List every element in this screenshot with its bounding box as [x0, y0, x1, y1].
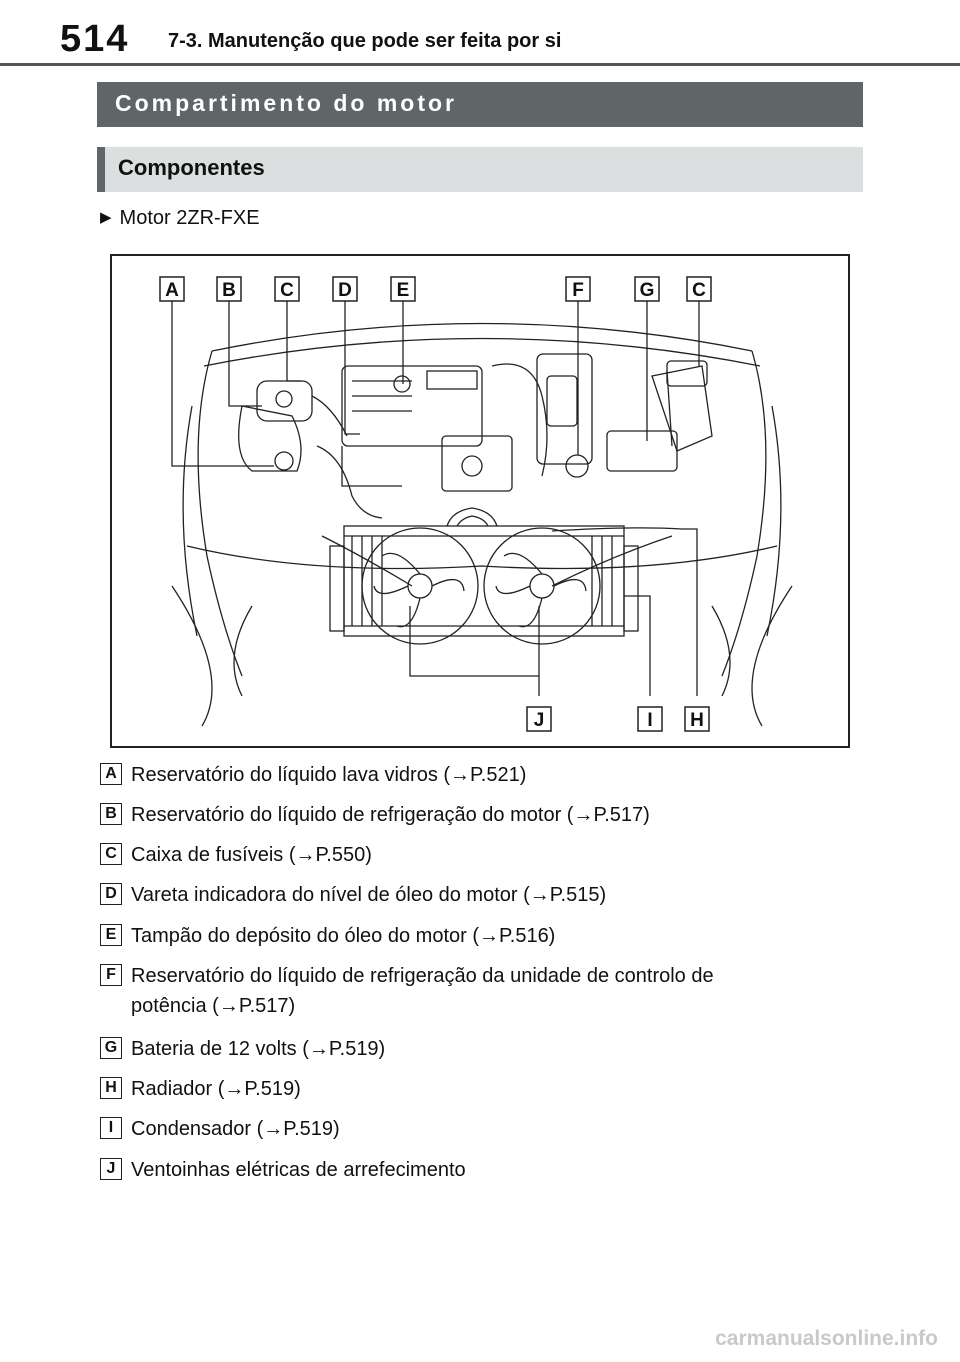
page-number: 514	[60, 18, 130, 60]
header-rule	[0, 63, 960, 66]
legend-key-c: C	[100, 843, 122, 865]
legend-text-g: Bateria de 12 volts (→P.519)	[131, 1038, 386, 1060]
legend-text-f-cont: potência (→P.517)	[131, 995, 296, 1017]
watermark: carmanualsonline.info	[715, 1327, 938, 1350]
callout-f: F	[572, 280, 584, 301]
legend-key-g: G	[100, 1037, 122, 1059]
legend-text-e: Tampão do depósito do óleo do motor (→P.…	[131, 925, 556, 947]
legend-key-h: H	[100, 1077, 122, 1099]
callout-c: C	[280, 280, 294, 301]
chapter-title: 7-3. Manutenção que pode ser feita por s…	[168, 30, 562, 52]
legend-text-f: Reservatório do líquido de refrigeração …	[131, 965, 714, 987]
section-title-bar: Compartimento do motor	[97, 82, 863, 127]
callout-i: I	[647, 710, 652, 731]
engine-type-line: ▶ Motor 2ZR-FXE	[100, 207, 260, 230]
legend-text-c: Caixa de fusíveis (→P.550)	[131, 844, 372, 866]
engine-compartment-figure: A B C D E F G C J I H	[110, 254, 850, 748]
engine-illustration: A B C D E F G C J I H	[159, 276, 793, 732]
engine-type-label: Motor 2ZR-FXE	[119, 207, 260, 229]
legend-text-i: Condensador (→P.519)	[131, 1118, 340, 1140]
legend-text-a: Reservatório do líquido lava vidros (→P.…	[131, 764, 527, 786]
legend-text-j: Ventoinhas elétricas de arrefecimento	[131, 1159, 466, 1181]
legend-key-f: F	[100, 964, 122, 986]
callouts-top: A B C D E F G C	[159, 276, 712, 302]
callout-d: D	[338, 280, 352, 301]
triangle-arrow-icon: ▶	[100, 209, 112, 226]
callout-a: A	[165, 280, 179, 301]
section-title: Compartimento do motor	[115, 90, 457, 116]
legend-text-h: Radiador (→P.519)	[131, 1078, 301, 1100]
legend-key-j: J	[100, 1158, 122, 1180]
callout-e: E	[397, 280, 410, 301]
callout-b: B	[222, 280, 236, 301]
callout-j: J	[534, 710, 545, 731]
legend-key-e: E	[100, 924, 122, 946]
callout-h: H	[690, 710, 704, 731]
legend-text-d: Vareta indicadora do nível de óleo do mo…	[131, 884, 607, 906]
subsection-title-bar: Componentes	[97, 147, 863, 192]
legend-key-b: B	[100, 803, 122, 825]
legend-key-d: D	[100, 883, 122, 905]
callout-c-2: C	[692, 280, 706, 301]
callout-g: G	[640, 280, 655, 301]
legend-key-a: A	[100, 763, 122, 785]
legend-text-b: Reservatório do líquido de refrigeração …	[131, 804, 650, 826]
callouts-bottom: J I H	[526, 706, 710, 732]
legend-key-i: I	[100, 1117, 122, 1139]
subsection-title: Componentes	[118, 155, 265, 180]
